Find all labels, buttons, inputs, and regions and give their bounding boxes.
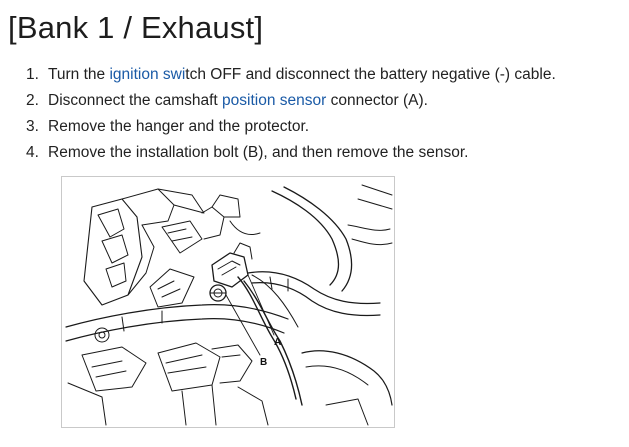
step-text: Remove the hanger and the protector. — [48, 118, 310, 135]
engine-line-drawing: A B — [65, 184, 393, 426]
page-title: [Bank 1 / Exhaust] — [8, 10, 264, 45]
step-text: Turn the — [48, 66, 110, 83]
callout-b: B — [260, 357, 267, 368]
ignition-switch-link[interactable]: ignition swi — [109, 66, 186, 83]
callout-a: A — [274, 337, 281, 348]
step-number: 4. — [26, 144, 39, 161]
step-4: 4. Remove the installation bolt (B), and … — [26, 140, 556, 166]
step-text: connector (A). — [326, 92, 428, 109]
step-3: 3. Remove the hanger and the protector. — [26, 114, 556, 140]
step-text: tch OFF and disconnect the battery negat… — [185, 66, 556, 83]
step-number: 1. — [26, 66, 39, 83]
step-number: 2. — [26, 92, 39, 109]
step-1: 1. Turn the ignition switch OFF and disco… — [26, 62, 556, 88]
step-text: Remove the installation bolt (B), and th… — [48, 144, 469, 161]
step-2: 2. Disconnect the camshaft position senso… — [26, 88, 556, 114]
position-sensor-link[interactable]: position sensor — [222, 92, 327, 109]
step-number: 3. — [26, 118, 39, 135]
step-text: Disconnect the camshaft — [48, 92, 223, 109]
procedure-steps: 1. Turn the ignition switch OFF and disco… — [26, 62, 556, 166]
camshaft-sensor-illustration: A B — [61, 176, 395, 428]
